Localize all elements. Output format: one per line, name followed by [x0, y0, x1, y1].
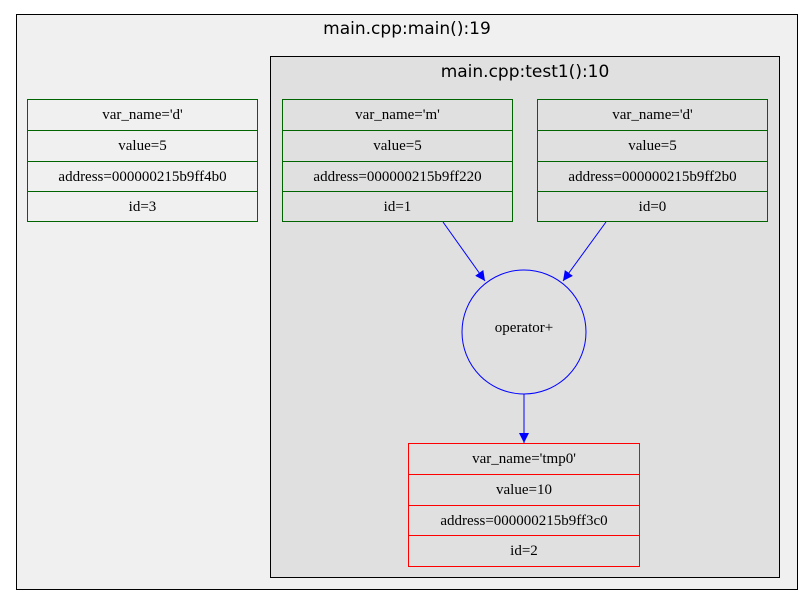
cluster-main-title: main.cpp:main():19	[323, 19, 491, 39]
operator-label: operator+	[494, 320, 554, 336]
var-name-field: var_name='d'	[612, 107, 693, 123]
value-field: value=5	[28, 130, 257, 160]
value-field: value=5	[283, 130, 512, 160]
operator-node	[461, 269, 587, 395]
variable-node-d-test1: var_name='d' value=5 address=000000215b9…	[537, 99, 768, 222]
address-field: address=000000215b9ff220	[283, 160, 512, 191]
address-field: address=000000215b9ff4b0	[28, 160, 257, 191]
edge-m-to-operator	[442, 221, 486, 282]
value-field: value=5	[538, 130, 767, 160]
value-field: value=10	[409, 474, 639, 504]
id-field: id=3	[28, 190, 257, 221]
edge-d-to-operator	[562, 221, 607, 282]
variable-node-tmp0: var_name='tmp0' value=10 address=0000002…	[408, 443, 640, 567]
id-field: id=2	[409, 534, 639, 565]
address-field: address=000000215b9ff2b0	[538, 160, 767, 191]
var-name-field: var_name='d'	[102, 107, 183, 123]
var-name-field: var_name='m'	[355, 107, 440, 123]
cluster-test1-title: main.cpp:test1():10	[440, 62, 610, 82]
cluster-test1: main.cpp:test1():10	[270, 56, 780, 578]
variable-node-d-main: var_name='d' value=5 address=000000215b9…	[27, 99, 258, 222]
id-field: id=1	[283, 190, 512, 221]
variable-node-m: var_name='m' value=5 address=000000215b9…	[282, 99, 513, 222]
id-field: id=0	[538, 190, 767, 221]
address-field: address=000000215b9ff3c0	[409, 504, 639, 535]
var-name-field: var_name='tmp0'	[472, 451, 576, 467]
